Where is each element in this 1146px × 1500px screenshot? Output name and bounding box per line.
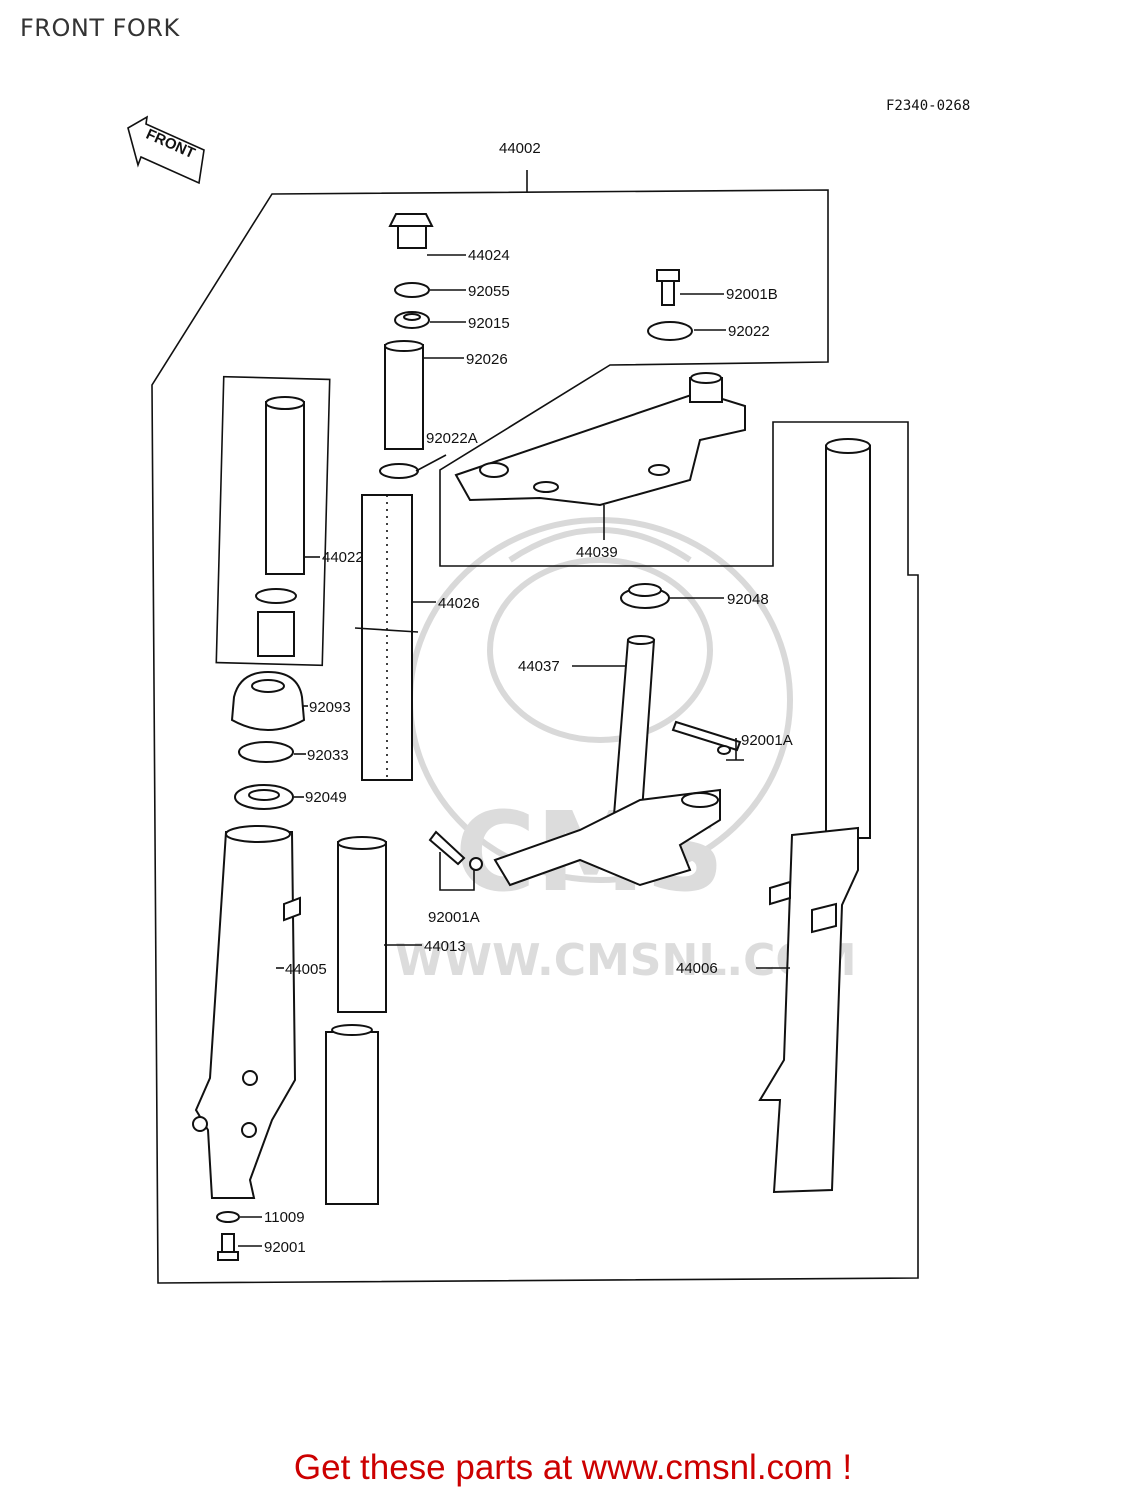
part-label-44039: 44039 <box>576 544 618 561</box>
part-label-92093: 92093 <box>309 699 351 716</box>
retaining-ring <box>238 741 294 763</box>
pinch-bolt-lower <box>428 830 483 871</box>
part-label-92001: 92001 <box>264 1239 306 1256</box>
part-label-92022: 92022 <box>728 323 770 340</box>
spacer-tube <box>384 340 424 450</box>
page-title: FRONT FORK <box>20 14 180 42</box>
part-label-92001A-right: 92001A <box>741 732 793 749</box>
leader-lines <box>238 254 790 1247</box>
part-label-44024: 44024 <box>468 247 510 264</box>
part-label-92001B: 92001B <box>726 286 778 303</box>
part-shapes <box>192 213 871 1261</box>
watermark-url-text: WWW.CMSNL.COM <box>395 935 857 986</box>
part-label-92022A: 92022A <box>426 430 478 447</box>
part-labels: 44002 44024 92055 92015 92026 92001B 920… <box>264 140 793 1256</box>
part-label-92015: 92015 <box>468 315 510 332</box>
inner-tube <box>325 836 387 1205</box>
front-direction-arrow: FRONT <box>127 115 205 185</box>
right-fork-leg <box>758 438 871 1194</box>
o-ring <box>394 282 430 298</box>
spring-seat <box>394 311 430 329</box>
pinch-bolt-right <box>671 720 742 755</box>
part-label-44026: 44026 <box>438 595 480 612</box>
damper-rod-box <box>215 375 331 667</box>
part-label-44002: 44002 <box>499 140 541 157</box>
part-label-92055: 92055 <box>468 283 510 300</box>
oil-seal <box>234 784 294 810</box>
allen-bolt <box>217 1233 239 1261</box>
part-label-92048: 92048 <box>727 591 769 608</box>
spring-washer <box>379 463 419 479</box>
part-label-92049: 92049 <box>305 789 347 806</box>
part-label-92001A-lower: 92001A <box>428 909 480 926</box>
fork-spring <box>354 494 419 781</box>
part-label-44013: 44013 <box>424 938 466 955</box>
bracket-washer <box>647 321 693 341</box>
upper-fork-bracket <box>454 372 746 507</box>
promo-link-text[interactable]: Get these parts at www.cmsnl.com ! <box>293 1448 853 1487</box>
front-fork-diagram: CMS WWW.CMSNL.COM FRONT <box>127 115 919 1284</box>
assembly-frame <box>151 170 919 1284</box>
stem-nut <box>620 583 670 609</box>
part-label-44006: 44006 <box>676 960 718 977</box>
bracket-bolt <box>656 269 680 306</box>
part-label-11009: 11009 <box>264 1209 305 1226</box>
part-label-44037: 44037 <box>518 658 560 675</box>
dust-seal <box>230 670 306 731</box>
part-label-44005: 44005 <box>285 961 327 978</box>
left-outer-tube <box>192 825 301 1199</box>
steering-stem <box>493 635 721 887</box>
figure-code: F2340-0268 <box>886 98 971 114</box>
part-label-92026: 92026 <box>466 351 508 368</box>
copper-gasket <box>216 1211 240 1223</box>
damper-rod <box>255 396 305 657</box>
part-label-92033: 92033 <box>307 747 349 764</box>
front-arrow-label: FRONT <box>143 126 197 163</box>
cap-bolt <box>388 213 434 249</box>
part-label-44022: 44022 <box>322 549 364 566</box>
